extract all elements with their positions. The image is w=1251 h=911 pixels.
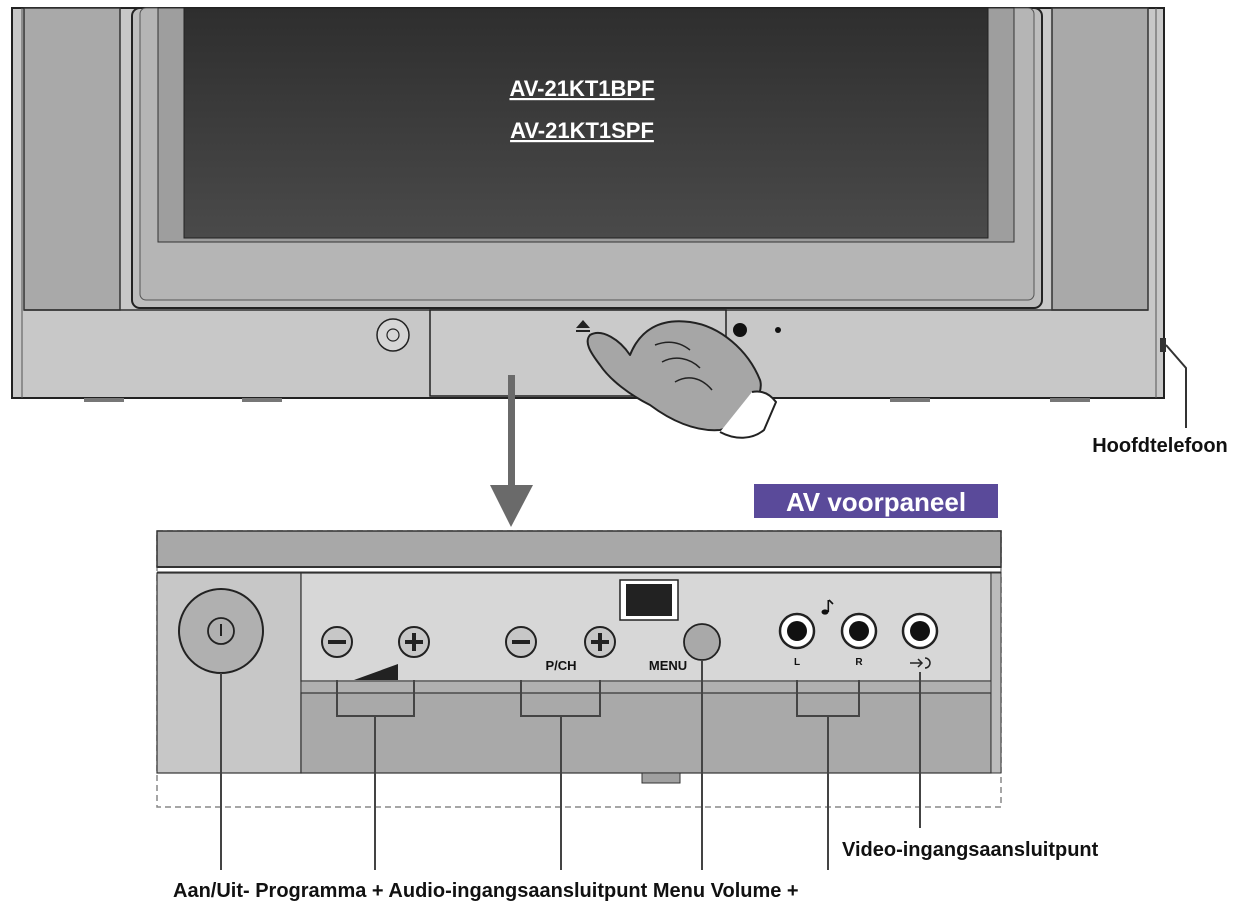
pch-label: P/CH (545, 658, 576, 673)
model-label-1: AV-21KT1BPF (509, 76, 654, 101)
panel-title: AV voorpaneel (786, 487, 966, 517)
audio-right-jack[interactable] (840, 612, 878, 650)
indicator-dot (775, 327, 781, 333)
audio-left-label: L (794, 657, 800, 668)
bottom-callout-line: Aan/Uit- Programma + Audio-ingangsaanslu… (173, 880, 799, 902)
headphone-jack[interactable] (1160, 338, 1166, 352)
cabinet-feet (84, 398, 1090, 402)
sensor-window (619, 579, 679, 621)
music-note-icon (821, 599, 834, 615)
program-plus-button[interactable] (584, 626, 616, 658)
video-jack[interactable] (901, 612, 939, 650)
audio-left-jack[interactable] (778, 612, 816, 650)
panel-title-badge (754, 484, 998, 518)
video-input-icon (910, 657, 931, 669)
cabinet-power-button[interactable] (376, 318, 410, 352)
power-button[interactable] (178, 588, 264, 674)
volume-minus-button[interactable] (321, 626, 353, 658)
screen (183, 7, 989, 239)
video-input-label: Video-ingangsaansluitpunt (842, 839, 1099, 861)
left-speaker (23, 7, 121, 311)
eject-icon (576, 320, 590, 332)
headphone-callout-line (1165, 344, 1187, 428)
volume-ramp-icon (354, 664, 398, 680)
volume-plus-button[interactable] (398, 626, 430, 658)
av-panel-zoom (156, 530, 1002, 808)
pointing-hand-icon (586, 320, 777, 439)
headphone-label: Hoofdtelefoon (1092, 435, 1228, 457)
model-label-2: AV-21KT1SPF (510, 118, 654, 143)
callout-lines (220, 660, 921, 870)
audio-right-label: R (855, 657, 863, 668)
down-arrow-icon (490, 375, 533, 527)
menu-button[interactable] (683, 623, 721, 661)
sensor-dot (733, 323, 747, 337)
right-speaker (1051, 7, 1149, 311)
menu-label: MENU (649, 658, 687, 673)
program-minus-button[interactable] (505, 626, 537, 658)
